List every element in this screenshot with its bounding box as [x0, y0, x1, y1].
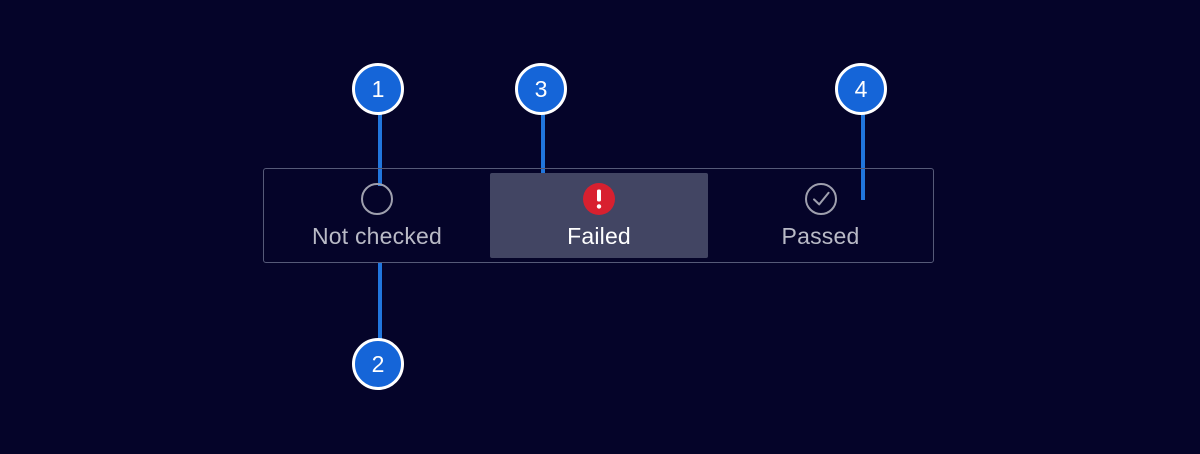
callout-badge-2[interactable]: 2	[352, 338, 404, 390]
callout-badge-3[interactable]: 3	[515, 63, 567, 115]
check-circle-icon	[804, 182, 838, 216]
segment-failed[interactable]: Failed	[490, 173, 708, 258]
empty-circle-icon	[360, 182, 394, 216]
callout-number-3: 3	[534, 75, 548, 102]
callout-4-leader-line	[861, 112, 865, 200]
segment-label-failed: Failed	[567, 223, 631, 249]
callout-number-1: 1	[371, 75, 385, 102]
segment-not-checked[interactable]: Not checked	[264, 169, 490, 262]
error-exclamation-icon	[582, 182, 616, 216]
segment-passed[interactable]: Passed	[708, 169, 933, 262]
segment-label-not-checked: Not checked	[311, 223, 443, 249]
callout-2-leader-line	[378, 262, 382, 340]
segment-label-passed: Passed	[781, 223, 860, 249]
callout-number-4: 4	[854, 75, 868, 102]
callout-number-2: 2	[371, 350, 385, 377]
callout-3-leader-line	[541, 112, 545, 206]
callout-badge-4[interactable]: 4	[835, 63, 887, 115]
callout-badge-1[interactable]: 1	[352, 63, 404, 115]
callout-1-leader-line	[378, 112, 382, 186]
check-status-segmented-control[interactable]: Not checked Failed Passed	[263, 168, 934, 263]
